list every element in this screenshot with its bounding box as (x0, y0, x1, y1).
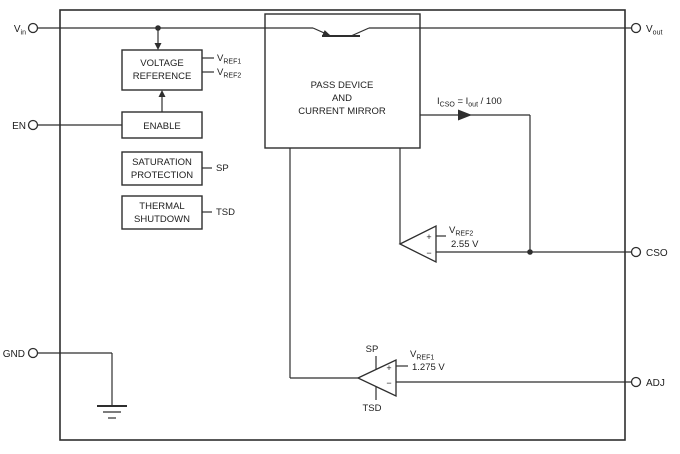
gnd-pin (27, 347, 39, 359)
adj-pin-label: ADJ (646, 378, 665, 389)
cso-comparator-vref2-value: 2.55 V (451, 239, 479, 250)
vin-pin (27, 22, 39, 34)
cso-pin-label: CSO (646, 248, 668, 259)
saturation-protection-block (121, 151, 203, 186)
en-pin-label: EN (12, 121, 26, 132)
vref-supply-arrow-icon (154, 43, 162, 50)
pass-device-label-line1: PASS DEVICE (311, 80, 374, 91)
vref1-label: VREF1 (217, 53, 241, 66)
enable-to-vref-arrow-icon (158, 90, 166, 97)
vout-pin-label: Vout (646, 24, 662, 37)
pass-device-label-line3: CURRENT MIRROR (298, 106, 386, 117)
icso-equation-label: ICSO = Iout / 100 (437, 96, 502, 109)
cso-comparator-minus-sign: − (426, 248, 431, 258)
cso-comparator-vref2-label: VREF2 (449, 225, 473, 238)
vout-pin (630, 22, 642, 34)
cso-comparator-plus-sign: + (426, 232, 431, 242)
cso-pin (630, 246, 642, 258)
adj-comparator-minus-sign: − (386, 378, 391, 388)
pass-device-label-line2: AND (332, 93, 352, 104)
saturation-protection-label-line1: SATURATION (132, 157, 192, 168)
adj-comparator-sp-label: SP (366, 344, 379, 355)
tsd-label: TSD (216, 207, 235, 218)
voltage-reference-block (121, 49, 203, 91)
thermal-shutdown-label-line2: SHUTDOWN (134, 214, 190, 225)
gnd-pin-label: GND (3, 349, 25, 360)
adj-comparator-tsd-label: TSD (363, 403, 382, 414)
adj-comparator-vref1-value: 1.275 V (412, 362, 445, 373)
adj-pin (630, 376, 642, 388)
saturation-protection-label-line2: PROTECTION (131, 170, 193, 181)
voltage-reference-label-line2: REFERENCE (133, 71, 192, 82)
en-pin (27, 119, 39, 131)
voltage-reference-label-line1: VOLTAGE (140, 58, 183, 69)
vref2-label: VREF2 (217, 67, 241, 80)
pass-transistor-emitter-arrow-icon (322, 30, 331, 36)
enable-label: ENABLE (143, 121, 181, 132)
pass-transistor-collector (350, 27, 370, 37)
vin-pin-label: Vin (14, 24, 26, 37)
adj-comparator-vref1-label: VREF1 (410, 349, 434, 362)
chip-boundary (59, 9, 626, 441)
sp-label: SP (216, 163, 229, 174)
icso-arrow-icon (458, 109, 472, 121)
adj-comparator-icon (356, 358, 397, 398)
thermal-shutdown-label-line1: THERMAL (139, 201, 184, 212)
adj-comparator-plus-sign: + (386, 363, 391, 373)
cso-comparator-icon (398, 224, 437, 264)
